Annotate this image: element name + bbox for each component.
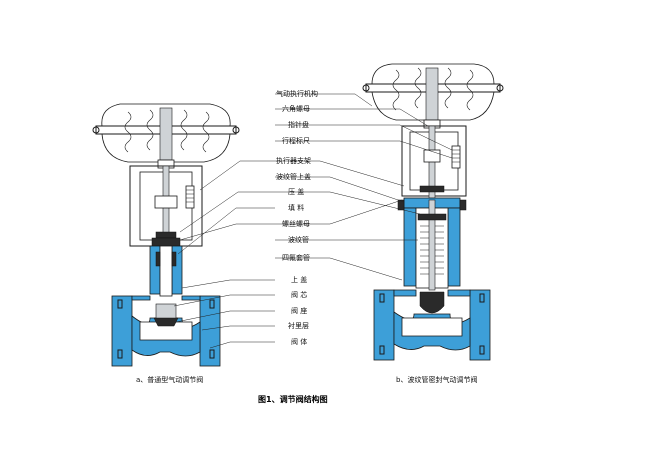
standard-valve [92,103,240,367]
label-valve-body: 阀 体 [291,337,307,346]
right-bellows-bonnet [397,197,467,291]
leader-lines [173,93,453,349]
label-bonnet: 上 盖 [291,275,307,284]
label-valve-seat: 阀 座 [291,306,307,315]
right-actuator [362,63,504,129]
label-pointer-plate: 指针盘 [288,120,309,129]
caption-bellows-valve: b、波纹管密封气动调节阀 [396,375,477,384]
label-bellows-cover: 波纹管上盖 [276,172,311,181]
label-packing: 填 料 [288,203,304,212]
part-labels: 气动执行机构 六角螺母 指针盘 行程标尺 执行器支架 波纹管上盖 压 盖 填 料… [276,89,318,346]
figure-title: 图1、调节阀结构图 [258,394,328,404]
left-actuator [92,103,240,169]
right-valve-body [373,289,491,361]
label-pneumatic-actuator: 气动执行机构 [276,89,318,98]
label-gland: 压 盖 [288,187,304,196]
left-valve-body [111,295,221,367]
label-stroke-scale: 行程标尺 [282,136,310,145]
bellows-valve [362,63,504,361]
left-bonnet [149,245,183,297]
label-bolt-nut: 螺丝螺母 [282,219,310,228]
label-valve-plug: 阀 芯 [291,290,307,299]
label-hex-nut: 六角螺母 [282,104,310,113]
label-ptfe-sleeve: 四氟套管 [282,253,310,262]
right-yoke [401,125,467,201]
label-bellows: 波纹管 [288,235,309,244]
label-lining: 衬里层 [288,321,309,330]
caption-standard-valve: a、普通型气动调节阀 [136,375,203,384]
left-yoke [129,165,203,249]
label-actuator-yoke: 执行器支架 [276,156,311,165]
